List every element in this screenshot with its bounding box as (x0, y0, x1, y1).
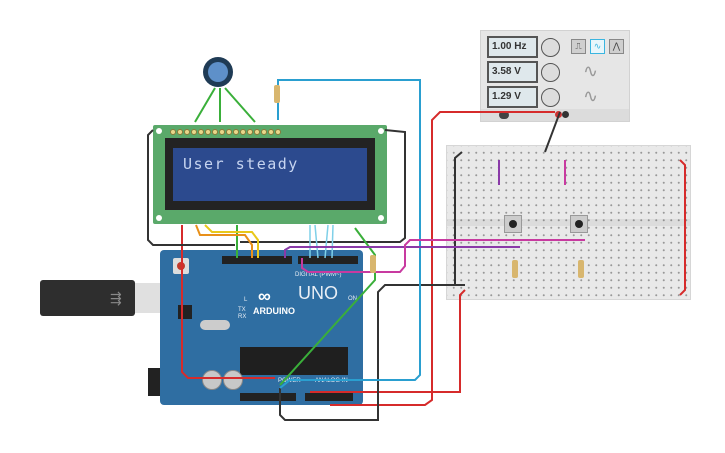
ground-terminal[interactable] (562, 111, 569, 118)
potentiometer[interactable] (203, 57, 233, 87)
amplitude-display: 3.58 V (487, 61, 538, 83)
digital-header-low[interactable] (298, 256, 358, 264)
lcd-pin[interactable] (177, 129, 183, 135)
resistor-button-1[interactable] (512, 260, 518, 278)
wire-green-pot-3[interactable] (224, 87, 256, 123)
resistor-button-2[interactable] (578, 260, 584, 278)
lcd-pin[interactable] (198, 129, 204, 135)
resistor-lcd-backlight[interactable] (274, 85, 280, 103)
breadboard (446, 145, 691, 300)
usb-cable[interactable]: ⇶ (40, 280, 135, 316)
lcd-pin[interactable] (254, 129, 260, 135)
analog-label: ANALOG IN (315, 378, 348, 384)
frequency-knob[interactable] (541, 38, 560, 57)
rx-label: RX (238, 314, 247, 320)
positive-terminal[interactable] (555, 111, 562, 118)
lcd-pin[interactable] (268, 129, 274, 135)
generator-terminals (481, 109, 629, 121)
arduino-uno: DIGITAL (PWM~) L TX RX ∞ ARDUINO UNO ON … (160, 250, 363, 405)
lcd-pin[interactable] (212, 129, 218, 135)
triangle-wave-icon: ⋀ (612, 41, 621, 51)
lcd-pin[interactable] (261, 129, 267, 135)
offset-wave-icon: ∿ (583, 86, 599, 106)
lcd-pin[interactable] (247, 129, 253, 135)
lcd-pin[interactable] (226, 129, 232, 135)
lcd-pin[interactable] (184, 129, 190, 135)
power-header[interactable] (240, 393, 296, 401)
lcd-pin[interactable] (170, 129, 176, 135)
on-label: ON (348, 296, 357, 302)
mount-hole (378, 128, 384, 134)
tx-label: TX (238, 307, 246, 313)
amplitude-knob[interactable] (541, 63, 560, 82)
wire-green-pot-1[interactable] (194, 87, 216, 123)
lcd-pin[interactable] (205, 129, 211, 135)
lcd-line-1: User steady (183, 155, 299, 173)
square-wave-icon: ⎍ (575, 41, 582, 51)
reset-button[interactable] (173, 258, 189, 274)
lcd-16x2: User steady (153, 125, 387, 224)
digital-label: DIGITAL (PWM~) (295, 272, 342, 278)
amplitude-wave-icon: ∿ (583, 61, 599, 81)
mount-hole (156, 215, 162, 221)
square-wave-button[interactable]: ⎍ (571, 39, 586, 54)
digital-header-high[interactable] (222, 256, 292, 264)
lcd-pin[interactable] (275, 129, 281, 135)
sine-wave-button[interactable]: ∿ (590, 39, 605, 54)
offset-knob[interactable] (541, 88, 560, 107)
usb-chip (178, 305, 192, 319)
arduino-brand: ARDUINO (253, 306, 295, 316)
breadboard-holes (447, 146, 690, 299)
usb-icon: ⇶ (110, 290, 122, 306)
mount-hole (156, 128, 162, 134)
sine-wave-icon: ∿ (593, 41, 602, 51)
lcd-pin[interactable] (219, 129, 225, 135)
mount-hole (378, 215, 384, 221)
frequency-display: 1.00 Hz (487, 36, 538, 58)
lcd-pin[interactable] (191, 129, 197, 135)
analog-header[interactable] (305, 393, 353, 401)
triangle-wave-button[interactable]: ⋀ (609, 39, 624, 54)
capacitor (202, 370, 222, 390)
pushbutton-1[interactable] (504, 215, 522, 233)
crystal (200, 320, 230, 330)
atmega-chip (240, 347, 348, 375)
arduino-infinity-logo: ∞ (258, 286, 271, 306)
arduino-model: UNO (298, 283, 338, 303)
function-generator: 1.00 Hz 3.58 V 1.29 V ⎍ ∿ ⋀ ∿ ∿ (480, 30, 630, 122)
lcd-pin[interactable] (240, 129, 246, 135)
negative-terminal[interactable] (499, 111, 509, 119)
power-label: POWER (278, 378, 301, 384)
l-led-label: L (244, 297, 248, 303)
resistor-arduino[interactable] (370, 255, 376, 273)
lcd-pin[interactable] (233, 129, 239, 135)
pushbutton-2[interactable] (570, 215, 588, 233)
capacitor (223, 370, 243, 390)
offset-display: 1.29 V (487, 86, 538, 108)
